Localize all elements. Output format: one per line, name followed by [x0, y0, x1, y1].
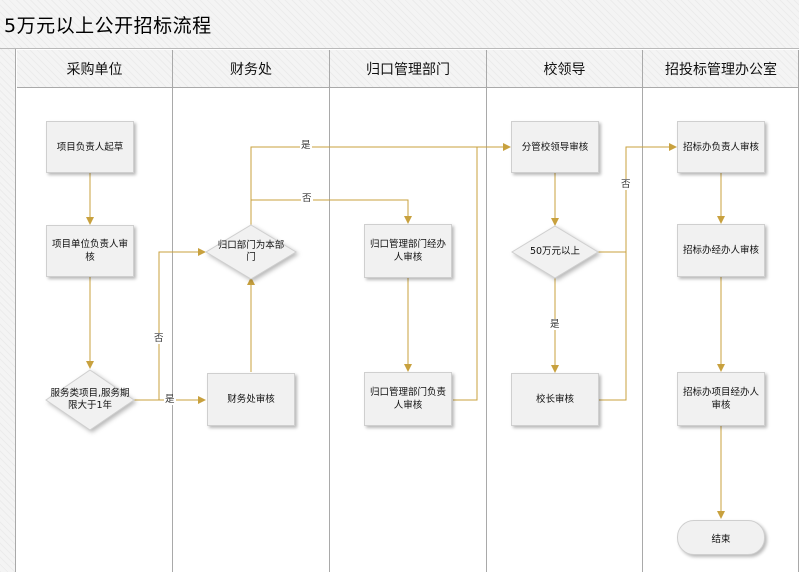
- edge-dept-no-to-dept-handler: [251, 199, 412, 224]
- lane-header-managing-dept: 归口管理部门: [330, 50, 486, 88]
- node-end: 结束: [677, 520, 765, 555]
- lane-header-finance: 财务处: [173, 50, 329, 88]
- edge-label-yes: 是: [164, 394, 176, 405]
- edge-label-yes: 是: [549, 319, 561, 330]
- node-office-project-review: 招标办项目经办人审核: [677, 372, 765, 426]
- node-leader-review: 分管校领导审核: [511, 121, 599, 173]
- edge-label-no: 否: [620, 179, 632, 190]
- node-office-handler-review: 招标办经办人审核: [677, 224, 765, 277]
- node-dept-head-review: 归口管理部门负责人审核: [364, 372, 452, 426]
- lane-divider: [642, 50, 643, 572]
- edge-dept-head-to-leader: [453, 147, 478, 401]
- decision-amount-check: 50万元以上: [529, 246, 581, 257]
- lane-divider: [329, 50, 330, 572]
- lane-header-tender-office: 招投标管理办公室: [643, 50, 799, 88]
- page-title: 5万元以上公开招标流程: [4, 15, 212, 37]
- node-draft: 项目负责人起草: [46, 121, 134, 173]
- decision-dept-check-shape: [205, 224, 297, 280]
- lane-divider: [486, 50, 487, 572]
- left-strip: [0, 49, 16, 572]
- edge-president-to-office: [599, 252, 627, 401]
- edge-amount-no-to-office-head: [598, 143, 677, 253]
- edge-dept-yes-to-leader: [250, 143, 511, 225]
- title-bar: 5万元以上公开招标流程: [0, 0, 799, 49]
- node-office-head-review: 招标办负责人审核: [677, 121, 765, 173]
- node-unit-review: 项目单位负责人审核: [46, 225, 134, 277]
- decision-dept-check: 归口部门为本部门: [217, 240, 285, 263]
- edge-label-yes: 是: [300, 140, 312, 151]
- lane-header-school-leaders: 校领导: [487, 50, 642, 88]
- node-dept-handler-review: 归口管理部门经办人审核: [364, 224, 452, 278]
- edge-label-no: 否: [301, 193, 313, 204]
- node-president-review: 校长审核: [511, 373, 599, 426]
- lane-header-purchasing-unit: 采购单位: [17, 50, 172, 88]
- lane-divider: [172, 50, 173, 572]
- decision-service-check: 服务类项目,服务期限大于1年: [50, 388, 130, 411]
- edge-service-no-to-dept-check: [134, 248, 206, 401]
- decision-service-check-shape: [45, 369, 135, 431]
- node-finance-review: 财务处审核: [207, 373, 295, 426]
- edge-label-no: 否: [153, 333, 165, 344]
- decision-amount-check-shape: [511, 225, 599, 279]
